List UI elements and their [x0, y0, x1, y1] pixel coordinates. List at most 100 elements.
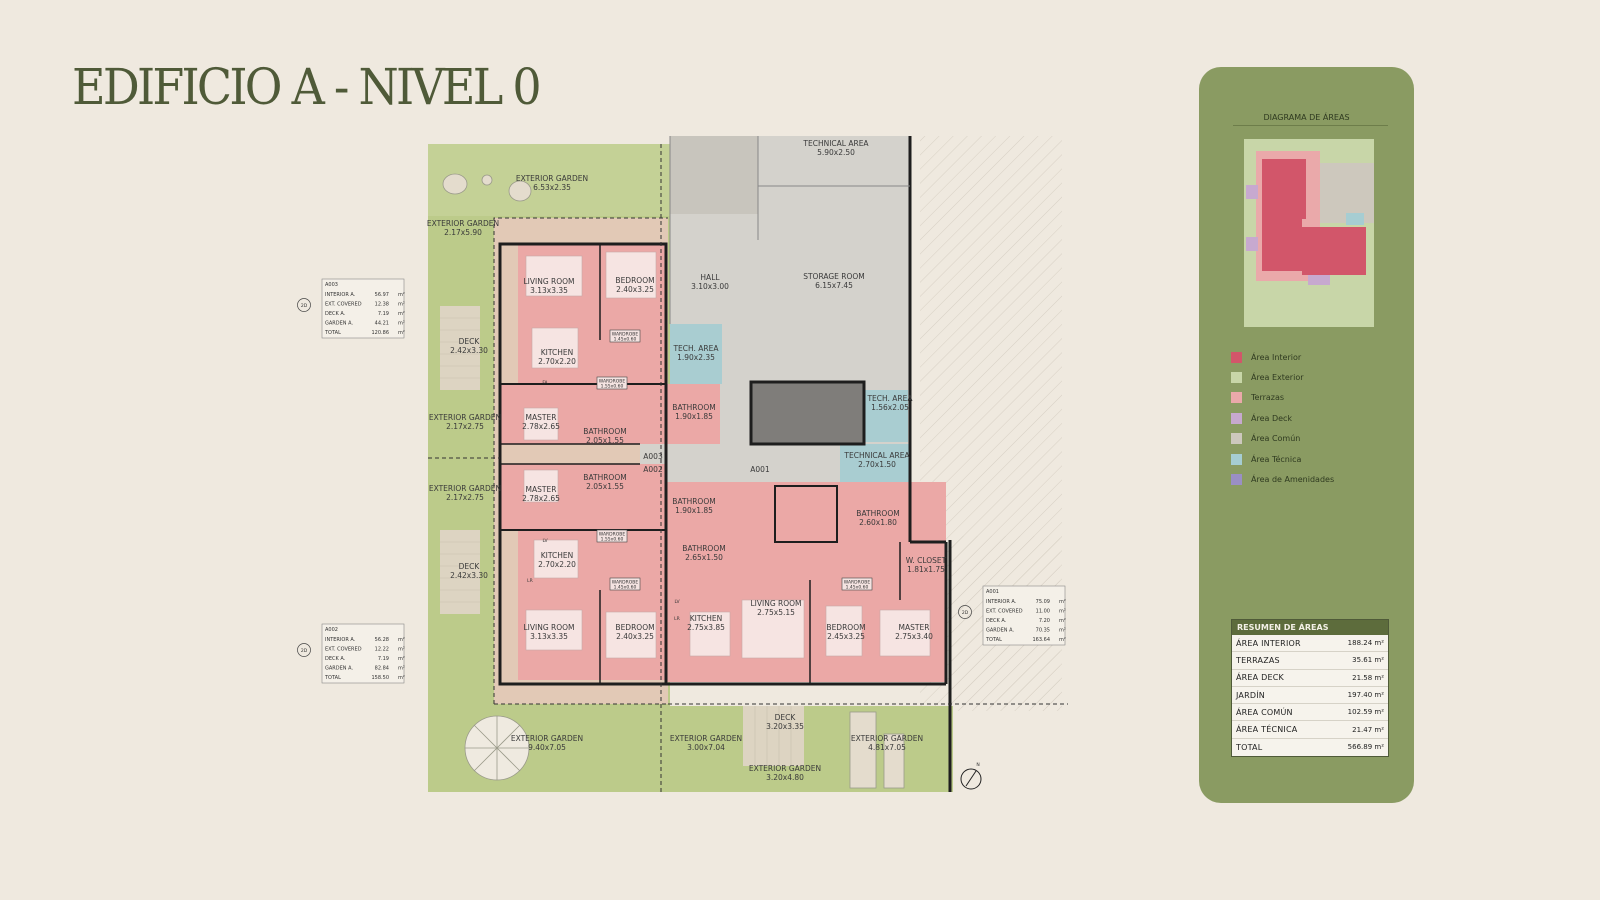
garden-south	[668, 706, 953, 792]
room-dim-deck-s: 3.20x3.35	[766, 722, 804, 731]
north-label: N	[976, 762, 979, 768]
unit-row-unit: m²	[1059, 609, 1066, 615]
legend-item: Área de Amenidades	[1231, 469, 1334, 489]
room-name-kitchen-a001: KITCHEN	[690, 614, 723, 623]
diagram-interior-3	[1302, 227, 1366, 275]
room-dim-ext-garden-top: 6.53x2.35	[533, 183, 571, 192]
room-dim-master-a002: 2.78x2.65	[522, 494, 560, 503]
room-name-bath-core-1: BATHROOM	[672, 403, 715, 412]
legend-item: Área Deck	[1231, 408, 1334, 428]
room-name-ext-garden-sw: EXTERIOR GARDEN	[511, 734, 583, 743]
room-dim-bedroom-a002: 2.40x3.25	[616, 632, 654, 641]
summary-row: ÁREA TÉCNICA 21.47 m²	[1232, 721, 1388, 739]
wardrobe-label: WARDROBE	[612, 580, 639, 586]
unit-row-label: GARDEN A.	[325, 321, 353, 327]
summary-label: JARDÍN	[1236, 690, 1265, 700]
summary-value: 102.59 m²	[1348, 708, 1384, 716]
unit-marker-a001: A001	[750, 465, 770, 474]
room-dim-kitchen-a001: 2.75x3.85	[687, 623, 725, 632]
wardrobe-dim: 1.45x0.60	[614, 585, 637, 591]
diagram-title: DIAGRAMA DE ÁREAS	[1263, 113, 1350, 122]
room-name-ext-garden-s1: EXTERIOR GARDEN	[670, 734, 742, 743]
legend-swatch	[1231, 351, 1242, 363]
summary-value: 21.58 m²	[1352, 674, 1384, 682]
diagram-title-rule	[1233, 125, 1388, 126]
room-name-ext-garden-se: EXTERIOR GARDEN	[851, 734, 923, 743]
room-name-technical-area-mid: TECHNICAL AREA	[843, 451, 910, 460]
summary-value: 188.24 m²	[1348, 639, 1384, 647]
legend-swatch	[1231, 453, 1242, 465]
deck-west-2	[440, 530, 480, 614]
room-name-bath-core-2: BATHROOM	[672, 497, 715, 506]
room-name-kitchen-a002: KITCHEN	[541, 551, 574, 560]
room-name-master-a002: MASTER	[526, 485, 557, 494]
unit-type-badge-label: 2D	[301, 303, 308, 309]
unit-row-value: 82.84	[375, 666, 389, 672]
unit-row-value: 12.38	[375, 302, 389, 308]
summary-label: TERRAZAS	[1236, 655, 1280, 665]
summary-label: ÁREA DECK	[1236, 673, 1284, 683]
room-dim-bath-core-1: 1.90x1.85	[675, 412, 713, 421]
legend-swatch	[1231, 433, 1242, 445]
wardrobe-dim: 1.55x0.60	[601, 537, 624, 543]
unit-row-value: 7.19	[378, 656, 389, 662]
legend-label: Área Deck	[1251, 413, 1293, 423]
legend-label: Terrazas	[1251, 393, 1285, 403]
deck-south	[743, 706, 804, 766]
room-name-hall: HALL	[700, 273, 720, 282]
unit-row-label: INTERIOR A.	[986, 599, 1017, 605]
unit-row-label: TOTAL	[985, 637, 1002, 643]
unit-row-label: EXT. COVERED	[986, 609, 1023, 615]
unit-row-label: TOTAL	[324, 330, 341, 336]
room-dim-technical-area-mid: 2.70x1.50	[858, 460, 896, 469]
room-dim-bath-core-2: 1.90x1.85	[675, 506, 713, 515]
summary-unit: m²	[1374, 708, 1384, 717]
wardrobe-box	[609, 577, 641, 591]
legend-swatch	[1231, 474, 1242, 486]
unit-row-value: 11.00	[1036, 609, 1050, 615]
wardrobe-box	[609, 329, 641, 343]
summary-value: 35.61 m²	[1352, 656, 1384, 664]
room-name-master-a003: MASTER	[526, 413, 557, 422]
room-dim-wcloset-a001: 1.81x1.75	[907, 565, 945, 574]
unit-row-label: INTERIOR A.	[325, 637, 356, 643]
room-name-deck-w2: DECK	[459, 562, 481, 571]
room-dim-ext-garden-w1: 2.17x2.75	[446, 422, 484, 431]
room-name-bath-a003: BATHROOM	[583, 427, 626, 436]
wardrobe-dim: 1.45x0.60	[846, 585, 869, 591]
diagram-interior-2	[1262, 219, 1302, 271]
room-name-ext-garden-nw: EXTERIOR GARDEN	[427, 219, 499, 228]
unit-row-value: 70.35	[1036, 628, 1050, 634]
room-dim-ext-garden-se: 4.81x7.05	[868, 743, 906, 752]
room-name-living-a002: LIVING ROOM	[523, 623, 574, 632]
unit-marker-a002: A002	[643, 465, 663, 474]
unit-table-a002	[321, 623, 405, 684]
summary-label: ÁREA TÉCNICA	[1236, 725, 1298, 735]
unit-row-label: EXT. COVERED	[325, 302, 362, 308]
unit-row-value: 12.22	[375, 647, 389, 653]
room-name-ext-garden-w1: EXTERIOR GARDEN	[429, 413, 501, 422]
unit-row-value: 163.64	[1033, 637, 1051, 643]
summary-value: 21.47 m²	[1352, 726, 1384, 734]
unit-row-unit: m²	[398, 311, 405, 317]
room-name-storage-room: STORAGE ROOM	[803, 272, 865, 281]
room-dim-hall: 3.10x3.00	[691, 282, 729, 291]
room-dim-deck-w2: 2.42x3.30	[450, 571, 488, 580]
unit-row-value: 120.86	[372, 330, 390, 336]
legend-label: Área Interior	[1251, 352, 1302, 362]
wardrobe-box	[841, 577, 873, 591]
summary-unit: m²	[1374, 656, 1384, 665]
unit-row-unit: m²	[398, 666, 405, 672]
unit-row-unit: m²	[398, 637, 405, 643]
room-dim-ext-garden-s1: 3.00x7.04	[687, 743, 725, 752]
room-name-bedroom-a001: BEDROOM	[826, 623, 865, 632]
summary-number: 188.24	[1347, 639, 1375, 648]
unit-row-label: TOTAL	[324, 675, 341, 681]
unit-table-a001	[982, 585, 1066, 646]
room-dim-bedroom-a001: 2.45x3.25	[827, 632, 865, 641]
summary-unit: m²	[1374, 639, 1384, 648]
summary-title: RESUMEN DE ÁREAS	[1232, 620, 1388, 635]
room-dim-living-a001: 2.75x5.15	[757, 608, 795, 617]
